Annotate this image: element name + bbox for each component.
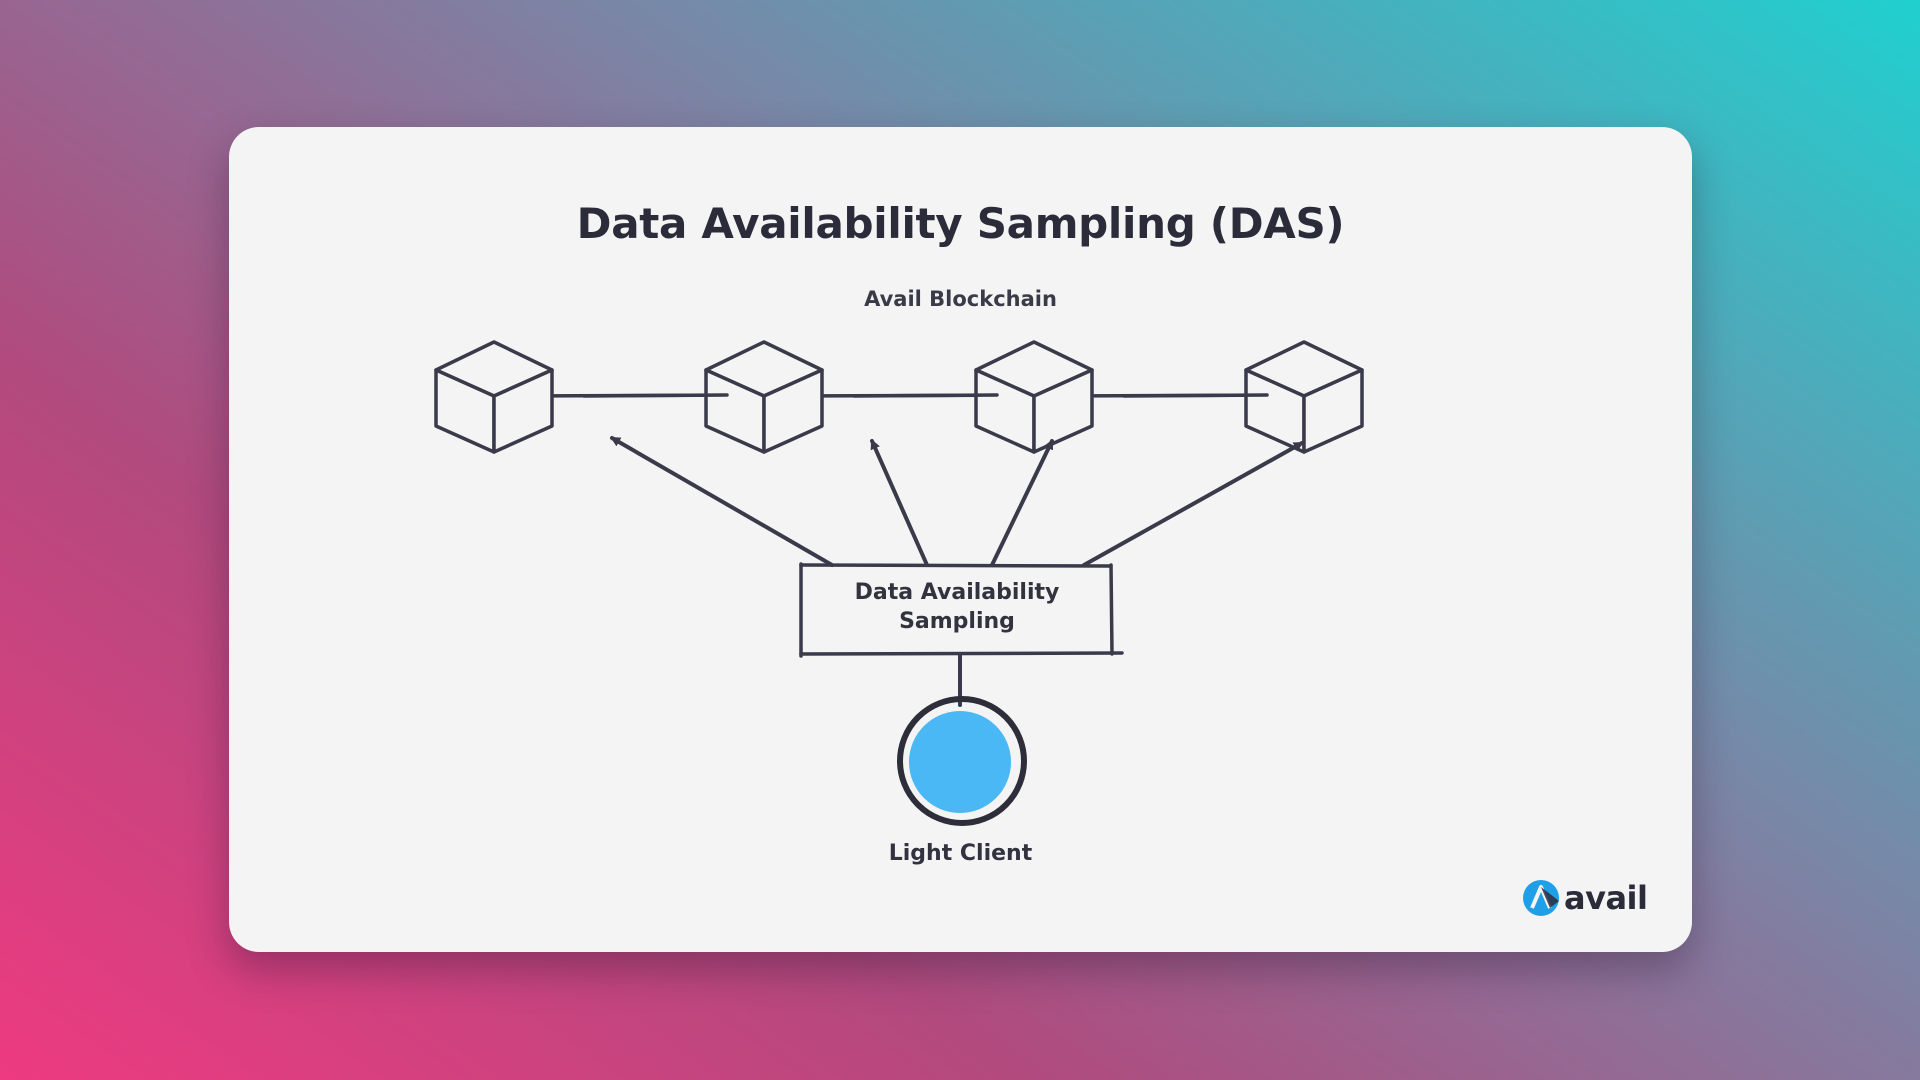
block-cube-icon [434,340,554,454]
avail-logo-icon [1523,880,1559,916]
chain-link [852,393,999,398]
sampling-arrow [990,439,1054,567]
diagram-title: Data Availability Sampling (DAS) [576,199,1345,248]
diagram-card: Data Availability Sampling (DAS) Avail B… [229,127,1692,952]
chain-link-overlay [582,393,1269,398]
sampling-arrow [870,439,929,567]
light-client-circle-icon [897,696,1027,826]
light-client-label: Light Client [888,841,1033,866]
avail-logo-text: avail [1564,879,1648,917]
block-cube-icon [704,340,824,454]
sampling-arrow [1082,441,1304,567]
das-box-label: Data Availability Sampling [854,580,1060,634]
sampling-arrows [610,436,1304,567]
block-cube-icon [974,340,1094,454]
chain-link [582,393,729,398]
blockchain-label: Avail Blockchain [864,287,1057,311]
das-diagram [434,340,1364,826]
das-box [799,562,1124,658]
avail-logo: avail [1522,879,1648,917]
chain-link [1122,393,1269,398]
block-cube-icon [1244,340,1364,454]
sampling-arrow [610,436,834,567]
